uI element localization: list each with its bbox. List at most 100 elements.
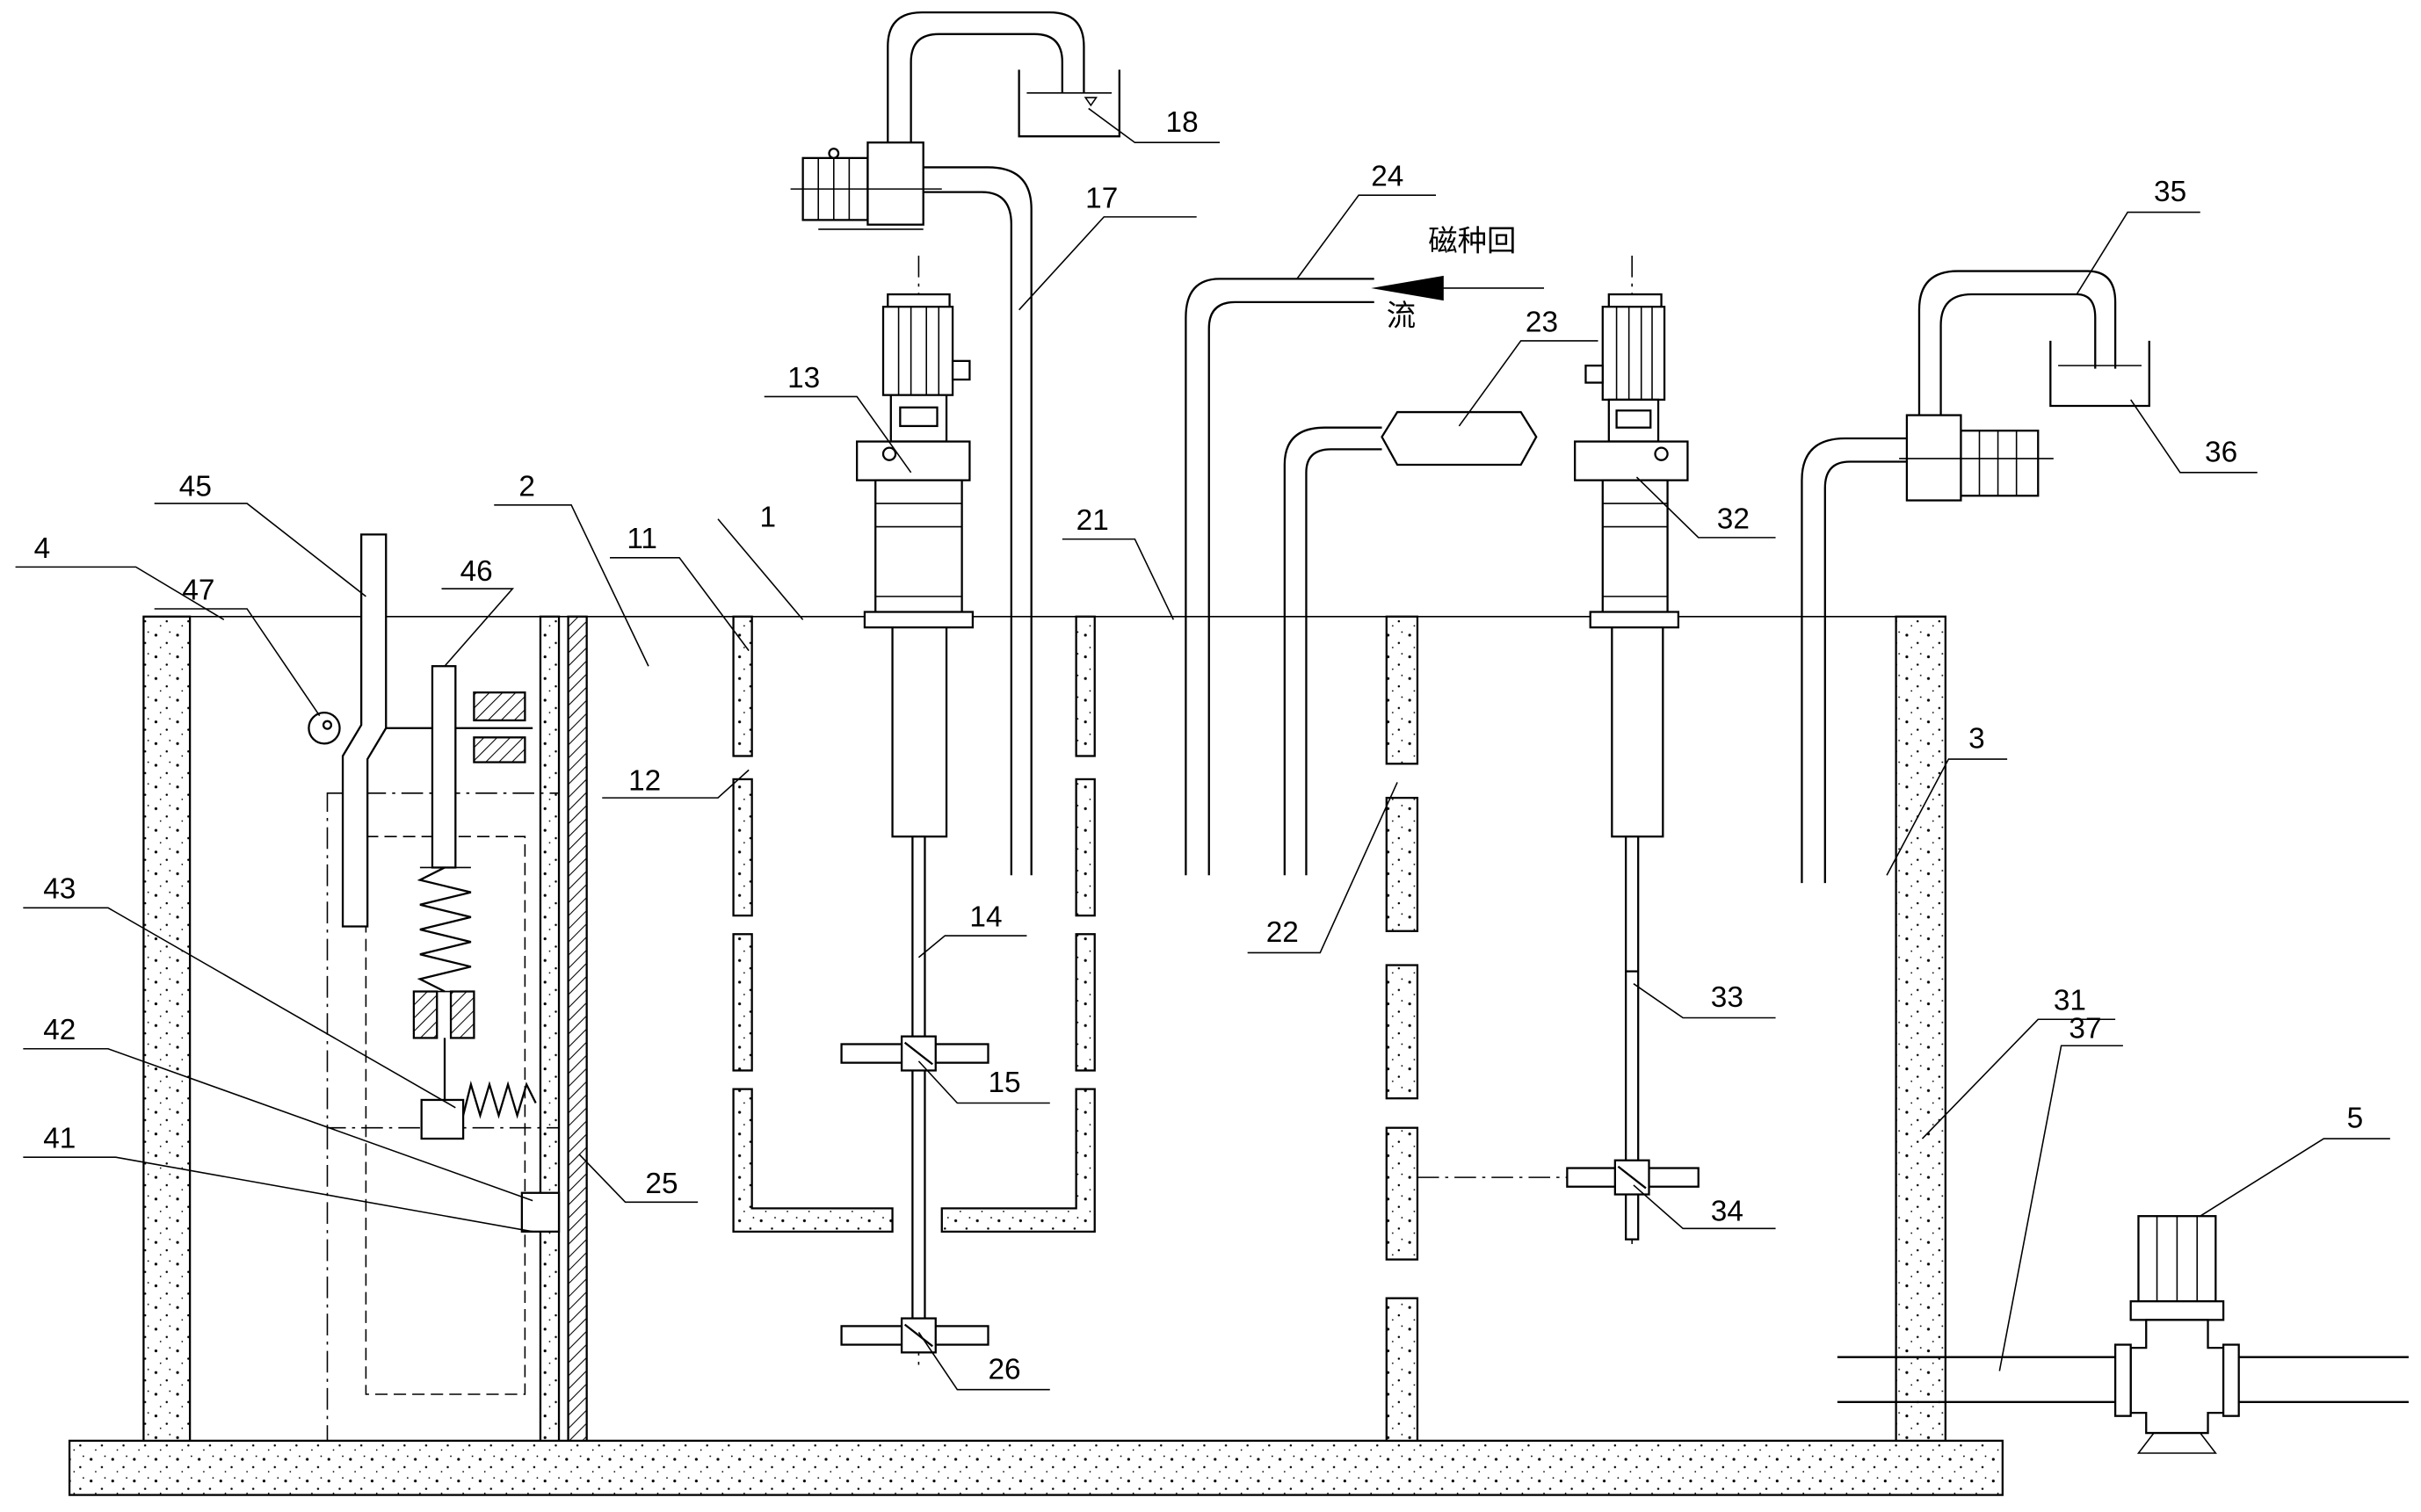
reflux-text-line1: 磁种回 bbox=[1428, 224, 1516, 258]
tank-36 bbox=[2049, 340, 2150, 408]
label-41: 41 bbox=[23, 1123, 533, 1233]
label-32: 32 bbox=[1635, 476, 1776, 539]
label-21: 21 bbox=[1062, 504, 1175, 620]
mixer-1-bolt bbox=[881, 446, 897, 461]
svg-text:17: 17 bbox=[1085, 182, 1118, 214]
label-23: 23 bbox=[1458, 306, 1598, 427]
pipe-35 bbox=[1917, 270, 2117, 416]
label-14: 14 bbox=[917, 901, 1027, 959]
return-flow-arrow bbox=[1371, 275, 1444, 301]
label-2: 2 bbox=[494, 470, 649, 667]
label-11: 11 bbox=[610, 523, 750, 652]
mixer-1-terminal-box bbox=[951, 359, 971, 381]
svg-text:25: 25 bbox=[645, 1168, 678, 1200]
mixer-2-lower-housing bbox=[1611, 626, 1664, 838]
left-device bbox=[308, 533, 561, 1441]
pipe-24 bbox=[1185, 278, 1374, 876]
label-13: 13 bbox=[764, 362, 912, 474]
mixer-1 bbox=[840, 255, 989, 1371]
label-18: 18 bbox=[1088, 106, 1221, 144]
svg-text:36: 36 bbox=[2205, 436, 2237, 468]
label-33: 33 bbox=[1633, 981, 1776, 1019]
baffle-middle-3 bbox=[1385, 964, 1419, 1100]
mixer-1-mount-plate bbox=[863, 611, 975, 629]
svg-text:46: 46 bbox=[460, 555, 493, 588]
label-47: 47 bbox=[154, 574, 321, 717]
svg-text:24: 24 bbox=[1371, 161, 1403, 193]
svg-text:26: 26 bbox=[988, 1353, 1020, 1385]
pipe-17 bbox=[923, 166, 1033, 876]
svg-text:14: 14 bbox=[969, 901, 1002, 933]
mixer-1-impeller-lower-hub bbox=[900, 1317, 937, 1354]
pump-left-body bbox=[866, 141, 924, 226]
baffle-right-bottom bbox=[940, 1088, 1096, 1233]
svg-text:33: 33 bbox=[1711, 981, 1743, 1014]
mixer-2-mount-plate bbox=[1589, 611, 1680, 629]
lower-block-b bbox=[449, 990, 475, 1039]
pump-right-discharge-pipe bbox=[1801, 437, 1907, 884]
tank-18 bbox=[1018, 69, 1120, 138]
mixer-1-lower-housing bbox=[891, 626, 948, 838]
rod-45 bbox=[341, 533, 388, 928]
label-5: 5 bbox=[2200, 1103, 2390, 1217]
bottom-slab bbox=[68, 1439, 2004, 1496]
baffle-left-3 bbox=[732, 933, 753, 1072]
svg-text:2: 2 bbox=[518, 470, 535, 503]
svg-text:41: 41 bbox=[43, 1123, 76, 1155]
inner-concrete-wall bbox=[539, 615, 561, 1443]
component-23-group bbox=[1283, 410, 1538, 876]
svg-text:5: 5 bbox=[2347, 1103, 2364, 1135]
label-45: 45 bbox=[154, 470, 366, 597]
label-25: 25 bbox=[578, 1154, 699, 1204]
svg-text:47: 47 bbox=[182, 574, 214, 606]
mixer-1-impeller-upper-hub bbox=[900, 1035, 937, 1072]
baffle-middle-5 bbox=[1385, 1297, 1419, 1443]
upper-block-a bbox=[473, 691, 526, 722]
label-4: 4 bbox=[15, 532, 225, 621]
label-17: 17 bbox=[1018, 182, 1197, 311]
svg-text:1: 1 bbox=[759, 501, 776, 533]
svg-text:37: 37 bbox=[2069, 1012, 2101, 1045]
pump-5-group bbox=[1837, 1215, 2409, 1454]
svg-text:43: 43 bbox=[43, 873, 76, 906]
baffle-right-2 bbox=[1075, 778, 1096, 917]
mixer-1-motor bbox=[881, 305, 954, 396]
pump-group-left bbox=[790, 11, 1120, 876]
lower-block-a bbox=[412, 990, 439, 1039]
svg-text:42: 42 bbox=[43, 1014, 76, 1046]
label-34: 34 bbox=[1633, 1184, 1776, 1230]
left-outer-wall bbox=[142, 615, 192, 1443]
mixer-2-terminal-box bbox=[1584, 364, 1604, 384]
baffle-middle-1 bbox=[1385, 615, 1419, 765]
svg-text:18: 18 bbox=[1166, 106, 1199, 139]
component-23-vessel bbox=[1381, 410, 1538, 467]
baffle-left-1 bbox=[732, 615, 753, 757]
svg-text:15: 15 bbox=[988, 1067, 1020, 1099]
reference-labels: 4 47 45 46 2 11 1 12 bbox=[15, 106, 2390, 1391]
tank-structure bbox=[68, 615, 2004, 1496]
pump-group-right bbox=[1801, 270, 2150, 884]
horizontal-spring bbox=[461, 1081, 537, 1119]
pump-right-motor bbox=[1960, 430, 2040, 497]
label-31: 31 bbox=[1921, 985, 2116, 1139]
label-46: 46 bbox=[441, 555, 515, 667]
label-22: 22 bbox=[1247, 782, 1398, 954]
mixer-1-flange bbox=[856, 440, 971, 481]
vertical-spring bbox=[417, 866, 472, 993]
mixer-2-motor-cap bbox=[1607, 293, 1663, 308]
baffle-left-bottom bbox=[732, 1088, 894, 1233]
svg-text:21: 21 bbox=[1076, 504, 1109, 537]
label-35: 35 bbox=[2076, 176, 2200, 295]
mixer-2-motor bbox=[1601, 305, 1666, 402]
reflux-text-line2: 流 bbox=[1387, 298, 1416, 332]
label-24: 24 bbox=[1296, 161, 1437, 279]
label-42: 42 bbox=[23, 1014, 533, 1202]
baffle-middle-2 bbox=[1385, 796, 1419, 932]
pump-5-body bbox=[2129, 1319, 2225, 1435]
baffle-left-2 bbox=[732, 778, 753, 917]
svg-text:22: 22 bbox=[1266, 916, 1299, 949]
svg-text:4: 4 bbox=[34, 532, 51, 565]
mixer-2-flange bbox=[1574, 440, 1689, 481]
box-43 bbox=[420, 1098, 465, 1140]
label-43: 43 bbox=[23, 873, 456, 1109]
